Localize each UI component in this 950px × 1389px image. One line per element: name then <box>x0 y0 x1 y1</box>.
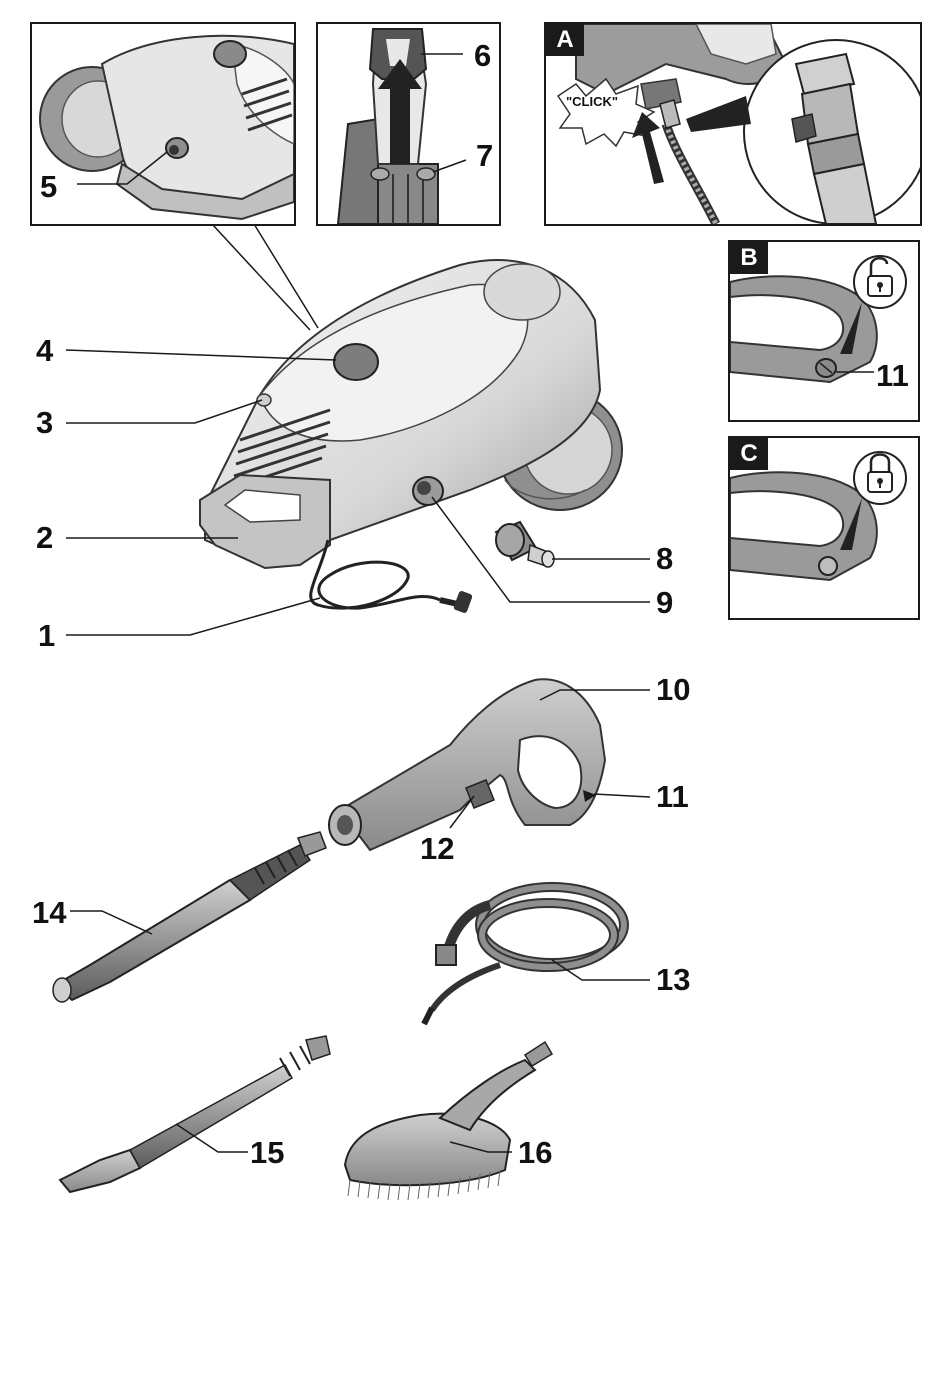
callout-8: 8 <box>656 543 673 574</box>
dirt-blaster-lance <box>60 1036 330 1192</box>
callout-11-panel: 11 <box>876 360 909 391</box>
panel-c-locked: C <box>728 436 920 620</box>
panel-a-art <box>546 24 920 224</box>
callout-9: 9 <box>656 587 673 618</box>
callout-5: 5 <box>40 171 57 202</box>
wash-brush <box>345 1042 552 1200</box>
inset-handle-view: 6 7 <box>316 22 501 226</box>
garden-hose-adapter <box>496 522 554 567</box>
callout-13: 13 <box>656 964 690 995</box>
spray-lance-vario <box>53 832 326 1002</box>
callout-10: 10 <box>656 674 690 705</box>
trigger-gun <box>329 679 605 850</box>
inset-handle-art <box>318 24 499 224</box>
panel-b-unlocked: B 11 <box>728 240 920 422</box>
callout-2: 2 <box>36 522 53 553</box>
callout-16: 16 <box>518 1137 552 1168</box>
callout-12: 12 <box>420 833 454 864</box>
callout-3: 3 <box>36 407 53 438</box>
inset-connector-lines <box>212 224 318 330</box>
callout-15: 15 <box>250 1137 284 1168</box>
panel-a-hose-connection: A "CLICK" <box>544 22 922 226</box>
callout-14: 14 <box>32 897 66 928</box>
panel-a-label: A <box>546 24 584 56</box>
callout-6: 6 <box>474 40 491 71</box>
callout-4: 4 <box>36 335 53 366</box>
click-text: "CLICK" <box>566 94 618 109</box>
callout-7: 7 <box>476 140 493 171</box>
panel-b-label: B <box>730 242 768 274</box>
callout-11: 11 <box>656 781 689 812</box>
pressure-washer-unit <box>200 260 622 614</box>
high-pressure-hose <box>424 887 624 1024</box>
inset-side-view: 5 <box>30 22 296 226</box>
inset-side-art <box>32 24 294 224</box>
panel-c-label: C <box>730 438 768 470</box>
callout-1: 1 <box>38 620 55 651</box>
